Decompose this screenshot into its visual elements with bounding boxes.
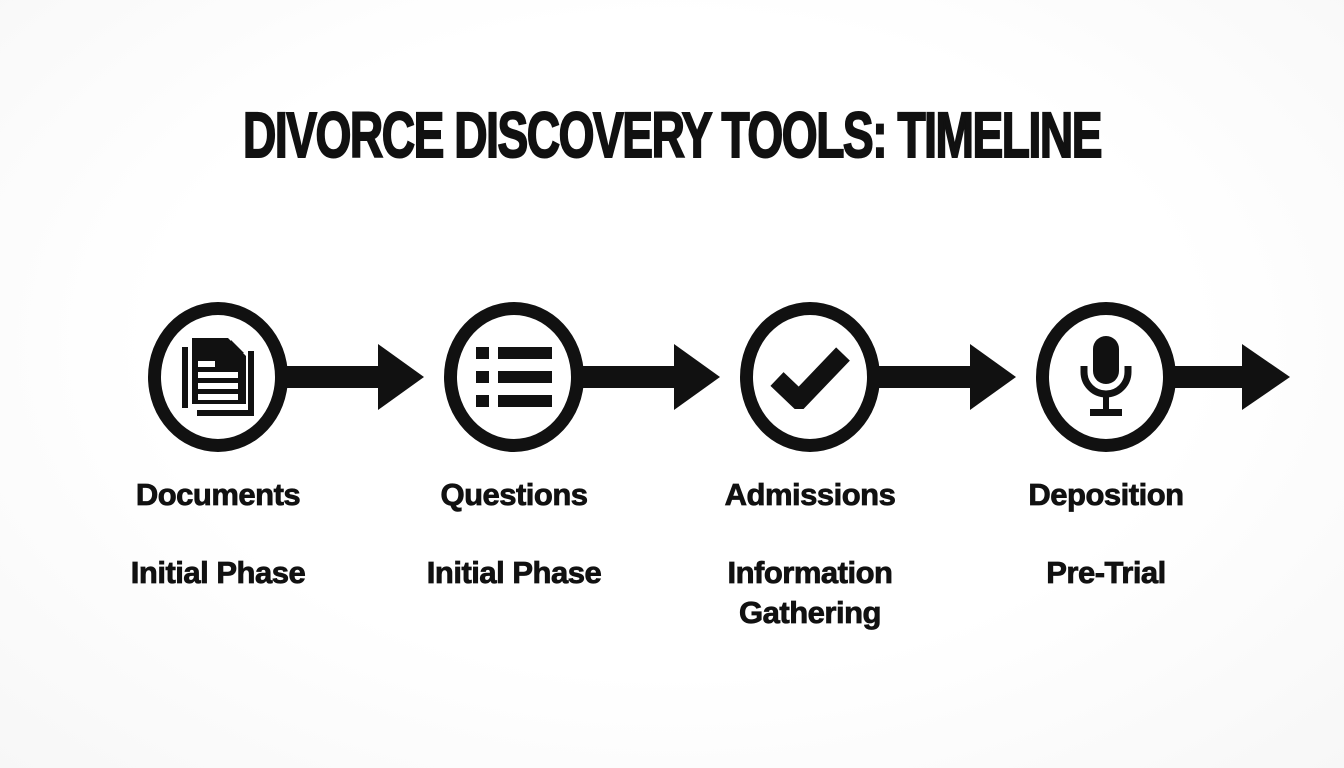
step-label-admissions: Admissions [724,477,896,513]
stacked-documents-icon [182,338,254,416]
timeline-node-deposition [1036,302,1176,452]
step-phase-deposition: Pre-Trial [1046,555,1167,591]
timeline-node-questions [444,302,584,452]
step-phase-documents: Initial Phase [130,555,306,591]
timeline-node-admissions [740,302,880,452]
step-label-deposition: Deposition [1028,477,1184,513]
bulleted-list-icon [476,347,552,407]
page-title: DIVORCE DISCOVERY TOOLS: TIMELINE [242,99,1103,171]
arrow-right-icon [580,344,720,410]
checkmark-icon [769,345,851,409]
arrow-right-icon [876,344,1016,410]
step-phase-questions: Initial Phase [426,555,602,591]
step-label-documents: Documents [135,477,301,513]
step-label-questions: Questions [440,477,588,513]
step-phase-admissions: Information Gathering [727,555,893,630]
arrow-right-icon [284,344,424,410]
arrow-right-icon [1172,344,1290,410]
timeline-node-documents [148,302,288,452]
microphone-icon [1080,336,1132,418]
